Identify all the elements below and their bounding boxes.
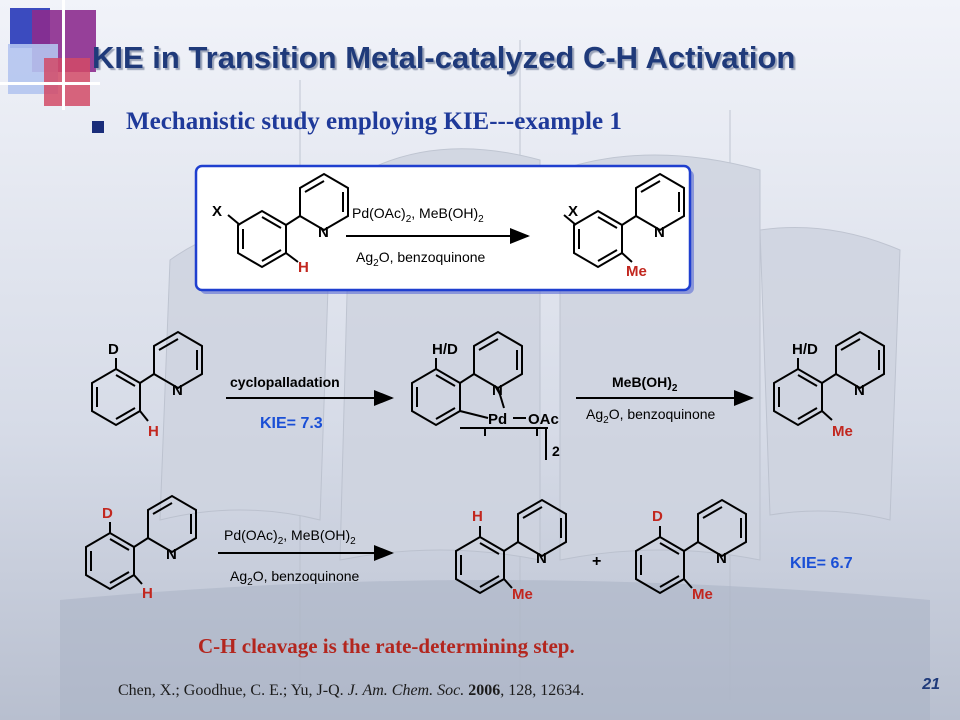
scheme3-reactant <box>85 494 197 591</box>
scheme1-reactant <box>227 172 349 269</box>
scheme2-kie-value: KIE= 7.3 <box>260 415 323 432</box>
scheme3-product-h <box>455 498 567 595</box>
scheme3-n-label: N <box>166 546 177 563</box>
scheme3-kie-value: KIE= 6.7 <box>790 555 853 572</box>
scheme2-pd-label: Pd <box>488 411 507 428</box>
slide-title: KIE in Transition Metal-catalyzed C-H Ac… <box>92 40 796 75</box>
scheme2-oac-label: OAc <box>528 411 559 428</box>
scheme3-reagents-bottom: Ag2O, benzoquinone <box>230 568 360 588</box>
citation-year: 2006 <box>468 682 501 699</box>
scheme2-me-label: Me <box>832 423 853 440</box>
scheme3-reagents-top: Pd(OAc)2, MeB(OH)2 <box>224 527 356 547</box>
scheme2-n-label: N <box>172 382 183 399</box>
scheme2-arrow2-bottom: Ag2O, benzoquinone <box>586 406 716 426</box>
scheme2-reactant <box>91 330 203 427</box>
citation-volume-pages: , 128, 12634. <box>500 682 585 699</box>
scheme2-dimer-subscript: 2 <box>552 443 560 459</box>
citation-journal: J. Am. Chem. Soc. <box>347 682 465 699</box>
scheme3-product-h-me-label: Me <box>512 586 533 603</box>
scheme3-plus-sign: + <box>592 553 601 570</box>
scheme3-product-d-n-label: N <box>716 550 727 567</box>
scheme1-product-n-label: N <box>654 224 665 241</box>
citation-authors: Chen, X.; Goodhue, C. E.; Yu, J-Q. <box>118 682 344 699</box>
scheme1-product <box>563 172 685 269</box>
scheme2-product-hd-label: H/D <box>792 341 818 358</box>
page-number: 21 <box>922 676 940 693</box>
scheme3-product-h-label: H <box>472 508 483 525</box>
scheme1-product-x-label: X <box>568 203 578 220</box>
bullet-marker <box>92 121 104 133</box>
scheme1-h-label: H <box>298 259 309 276</box>
scheme3-product-d-label: D <box>652 508 663 525</box>
scheme3-d-label: D <box>102 505 113 522</box>
scheme1-box <box>194 164 694 294</box>
scheme2-product-n-label: N <box>854 382 865 399</box>
scheme2-d-label: D <box>108 341 119 358</box>
scheme1-reagents-bottom: Ag2O, benzoquinone <box>356 249 486 269</box>
corner-decoration <box>0 0 100 110</box>
scheme2-hd-label: H/D <box>432 341 458 358</box>
scheme2-pd-n-label: N <box>492 382 503 399</box>
scheme3-product-d <box>635 498 747 595</box>
scheme2-h-label: H <box>148 423 159 440</box>
conclusion-text: C-H cleavage is the rate-determining ste… <box>198 634 575 658</box>
scheme1-me-label: Me <box>626 263 647 280</box>
scheme3-product-d-me-label: Me <box>692 586 713 603</box>
scheme2-arrow1-label: cyclopalladation <box>230 374 340 390</box>
scheme2-product <box>773 330 885 427</box>
scheme3-h-label: H <box>142 585 153 602</box>
scheme1-reagents-top: Pd(OAc)2, MeB(OH)2 <box>352 205 484 225</box>
scheme1-n-label: N <box>318 224 329 241</box>
scheme2-arrow2-top: MeB(OH)2 <box>612 374 678 394</box>
citation: Chen, X.; Goodhue, C. E.; Yu, J-Q. J. Am… <box>118 682 838 706</box>
scheme2-palladacycle <box>411 330 548 460</box>
bullet-text: Mechanistic study employing KIE---exampl… <box>126 108 622 135</box>
scheme3-product-h-n-label: N <box>536 550 547 567</box>
scheme1-x-label: X <box>212 203 222 220</box>
